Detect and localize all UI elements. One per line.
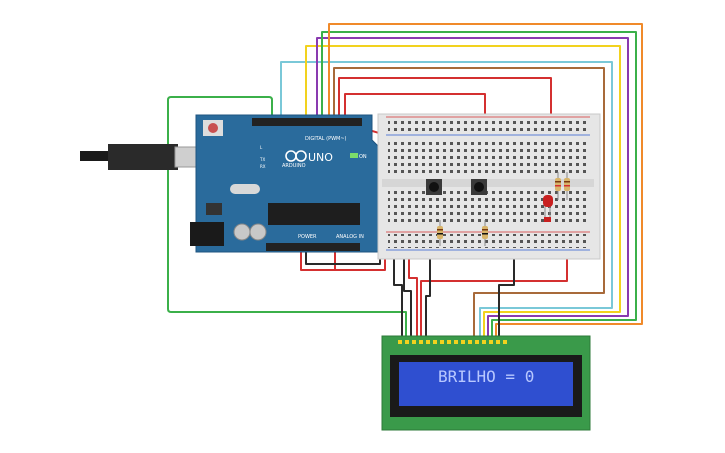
wire-black-2 (403, 252, 412, 336)
resistor-1 (437, 220, 443, 246)
tx-label: TX (259, 157, 265, 162)
lcd-module: BRILHO = 0 (381, 335, 591, 431)
lcd-pin-header (398, 340, 507, 344)
wire-green-outer (167, 96, 407, 336)
analog-label: ANALOG IN (336, 234, 364, 240)
arduino-brand: UNO (308, 151, 333, 164)
wire-black-3 (425, 252, 431, 336)
wire-yellow (305, 45, 621, 336)
lcd-display-text: BRILHO = 0 (438, 367, 534, 386)
arduino-board: UNO ARDUINO DIGITAL (PWM~) POWER ANALOG … (190, 114, 379, 253)
arduino-logo-icon (285, 150, 307, 162)
arduino-logo-text: ARDUINO (282, 163, 306, 169)
on-label: ON (359, 154, 367, 160)
digital-label: DIGITAL (PWM~) (305, 136, 347, 142)
wire-orange (328, 23, 643, 336)
wire-green-top (321, 31, 637, 336)
wire-black-1 (393, 252, 403, 336)
resistor-2 (482, 220, 488, 246)
rx-label: RX (260, 164, 266, 169)
wire-brown (333, 67, 605, 336)
lcd-screen (399, 362, 573, 406)
wire-red-power (300, 252, 386, 271)
wire-black-4 (498, 252, 515, 336)
pushbutton-1 (426, 179, 442, 195)
pushbutton-2 (471, 179, 487, 195)
wire-purple (316, 37, 629, 336)
led-red (543, 195, 553, 222)
usb-cable (80, 144, 204, 170)
resistor-3 (555, 172, 561, 200)
power-label: POWER (298, 234, 317, 240)
l-label: L (260, 145, 263, 150)
breadboard (377, 113, 601, 260)
wire-cyan (280, 61, 613, 336)
wire-red-right-down (420, 252, 568, 336)
resistor-4 (564, 172, 570, 200)
wire-red-link-1 (408, 252, 418, 336)
